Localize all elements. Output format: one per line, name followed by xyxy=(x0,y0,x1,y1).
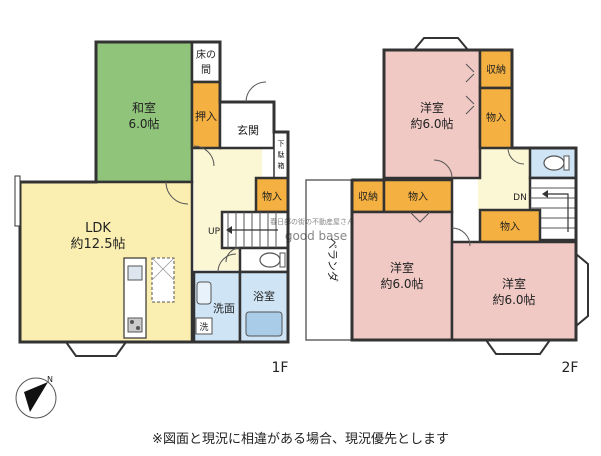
door-arc xyxy=(451,227,471,247)
stair-arrowhead-icon xyxy=(226,226,232,234)
monoire-top-label: 物入 xyxy=(486,111,506,124)
dn-label: DN xyxy=(513,193,527,203)
kitchen-stove-icon xyxy=(127,317,143,333)
tokonoma-label-2: 間 xyxy=(201,64,211,76)
door-arc xyxy=(217,253,237,273)
kitchen-cupboard xyxy=(151,257,175,303)
floor1-label: 1F xyxy=(272,360,289,376)
up-label: UP xyxy=(208,227,221,237)
monoire-right-label: 物入 xyxy=(500,220,520,233)
ldk-window-left xyxy=(14,175,21,227)
compass-icon: N xyxy=(15,375,57,419)
ldk-size: 約12.5帖 xyxy=(71,237,126,252)
youshitsu-right-bay-bottom xyxy=(484,339,552,355)
door-arc xyxy=(165,181,189,205)
bathtub-icon xyxy=(245,311,283,337)
cupboard-cross xyxy=(151,257,175,281)
door-arc xyxy=(409,211,431,223)
youshitsu-top-bay xyxy=(411,37,471,51)
door-arc xyxy=(225,247,241,263)
yokushitsu-label: 浴室 xyxy=(253,289,275,303)
stair-2f-arrow-icon xyxy=(548,193,569,232)
youshitsu-left-name: 洋室 xyxy=(390,260,414,275)
washitsu-name: 和室 xyxy=(132,100,156,115)
oshiire xyxy=(190,80,222,150)
stair-2f-arrowhead-icon xyxy=(542,190,548,198)
door-arc xyxy=(507,147,525,165)
ldk-name: LDK xyxy=(85,221,111,236)
getabako-label-2: 駄 xyxy=(278,150,285,159)
washitsu-size: 6.0帖 xyxy=(128,116,159,131)
veranda-label: ベランダ xyxy=(326,238,340,282)
hall-1f xyxy=(194,148,262,270)
outer-wall-2f xyxy=(350,48,578,342)
tokonoma-label-1: 床の xyxy=(196,48,216,61)
door-arc xyxy=(433,159,453,179)
youshitsu-right xyxy=(450,240,578,342)
tokonoma xyxy=(190,40,222,84)
floor2-label: 2F xyxy=(562,360,579,376)
washbasin-icon xyxy=(196,281,212,305)
veranda xyxy=(305,179,353,341)
toilet-tank-icon xyxy=(279,252,286,268)
youshitsu-top-size: 約6.0帖 xyxy=(410,116,453,131)
washing-machine-icon xyxy=(195,317,213,335)
youshitsu-left xyxy=(350,210,454,342)
monoire-1f-label: 物入 xyxy=(262,190,282,203)
youshitsu-right-bay-side xyxy=(575,251,589,329)
stove-burner-icon xyxy=(136,326,140,330)
getabako-label: 下 xyxy=(278,140,285,148)
door-arc xyxy=(193,145,215,167)
toilet-2f-tank-icon xyxy=(563,155,570,171)
ldk-bay-window xyxy=(64,341,128,357)
sentaku-label: 洗 xyxy=(199,321,208,333)
monoire-mid-label: 物入 xyxy=(408,190,428,203)
youshitsu-top-name: 洋室 xyxy=(420,100,444,115)
shuno-mid-label: 収納 xyxy=(358,190,378,203)
toilet-2f-icon xyxy=(543,155,565,171)
watermark: 春日部の街の不動産屋さん good base xyxy=(270,217,354,243)
oshiire-label: 押入 xyxy=(195,109,217,123)
notice-text: ※図面と現況に相違がある場合、現況優先とします xyxy=(152,432,449,447)
watermark-line2: good base xyxy=(285,229,347,243)
floor-2: 洋室 約6.0帖 収納 物入 DN 収納 物入 物入 洋室 約6.0帖 洋室 約… xyxy=(305,37,589,376)
door-arc xyxy=(245,81,267,103)
stove-burner-icon xyxy=(130,320,134,324)
youshitsu-left-size: 約6.0帖 xyxy=(380,276,423,291)
senmen-label: 洗面 xyxy=(213,302,235,315)
toilet-icon xyxy=(259,252,281,268)
youshitsu-right-size: 約6.0帖 xyxy=(492,292,535,307)
floor-1: 和室 6.0帖 床の 間 押入 玄関 下 駄 箱 物入 LDK 約12.5帖 U… xyxy=(14,40,290,376)
outer-wall-1f xyxy=(18,40,290,344)
youshitsu-right-name: 洋室 xyxy=(502,276,526,291)
genkan-label: 玄関 xyxy=(237,123,259,137)
door-arc xyxy=(465,95,475,115)
door-arc xyxy=(465,63,475,83)
compass-n: N xyxy=(47,375,53,384)
shuno-top-label: 収納 xyxy=(486,63,506,76)
hall-2f xyxy=(478,148,530,210)
watermark-line1: 春日部の街の不動産屋さん xyxy=(270,217,354,226)
getabako-label-3: 箱 xyxy=(278,161,285,170)
kitchen-sink-icon xyxy=(127,265,143,281)
